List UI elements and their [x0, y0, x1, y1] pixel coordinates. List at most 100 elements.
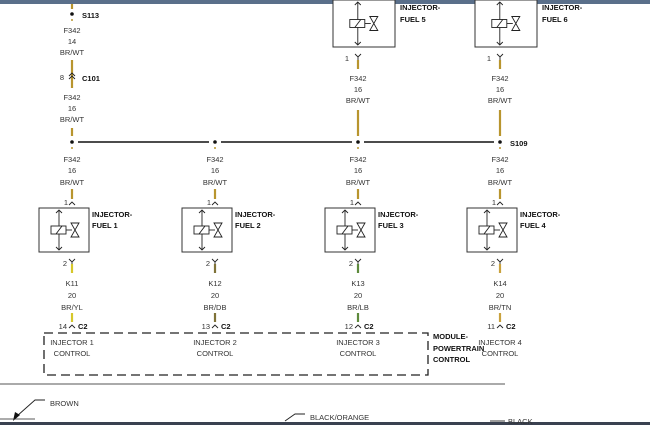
- injector-title: FUEL 6: [542, 15, 568, 24]
- wire-color-label: BR/YL: [61, 303, 83, 312]
- wire-color-label: BR/WT: [488, 178, 513, 187]
- connector-pin-icon: [496, 324, 504, 329]
- pcm-function-label: INJECTOR 4: [478, 338, 522, 347]
- pin-number: 2: [63, 259, 67, 268]
- splice-dot: [356, 140, 360, 144]
- connector-pin-icon: [211, 201, 219, 206]
- arrow-icon: [13, 412, 20, 421]
- gauge-label: 20: [68, 291, 76, 300]
- wire-color-label: BR/WT: [203, 178, 228, 187]
- pcm-function-label: INJECTOR 1: [50, 338, 94, 347]
- gauge-label: 16: [354, 166, 362, 175]
- circuit-label: F342: [491, 74, 508, 83]
- injector-title: INJECTOR-: [542, 3, 583, 12]
- gauge-label: 16: [496, 166, 504, 175]
- injector-fuel-4: [466, 207, 518, 253]
- solenoid-slash: [483, 225, 491, 235]
- pcm-function-label: INJECTOR 2: [193, 338, 237, 347]
- legend-label: BLACK: [508, 417, 533, 425]
- circuit-label: K13: [351, 279, 364, 288]
- pin-number: 1: [345, 54, 349, 63]
- connector-pin-icon: [354, 324, 362, 329]
- valve-icon: [356, 222, 366, 238]
- injector-fuel-1: [38, 207, 90, 253]
- injector-title: FUEL 2: [235, 221, 261, 230]
- wire-color-label: BR/LB: [347, 303, 369, 312]
- connector-label-c101: C101: [82, 74, 100, 83]
- gauge-label: 20: [496, 291, 504, 300]
- splice-dot: [70, 12, 74, 16]
- legend-label: BLACK/ORANGE: [310, 413, 369, 422]
- injector-fuel-6: [474, 0, 538, 48]
- solenoid-slash: [496, 19, 504, 28]
- splice-label-s109: S109: [510, 139, 528, 148]
- module-title: MODULE-: [433, 332, 468, 341]
- pcm-pin-number: 14: [59, 322, 67, 331]
- injector-title: INJECTOR-: [520, 210, 561, 219]
- gauge-label: 16: [354, 85, 362, 94]
- leader-line: [16, 399, 45, 417]
- injector-title: FUEL 5: [400, 15, 426, 24]
- pcm-function-label: CONTROL: [340, 349, 377, 358]
- wire-color-label: BR/WT: [346, 178, 371, 187]
- injector-fuel-3: [324, 207, 376, 253]
- valve-icon: [498, 222, 508, 238]
- injector-title: INJECTOR-: [378, 210, 419, 219]
- wire-color-label: BR/WT: [60, 48, 85, 57]
- pcm-pin-number: 13: [202, 322, 210, 331]
- splice-dot: [213, 140, 217, 144]
- valve-icon: [213, 222, 223, 238]
- circuit-label: F342: [206, 155, 223, 164]
- pcm-module-boundary: [43, 332, 429, 376]
- pin-number: 2: [491, 259, 495, 268]
- valve-icon: [511, 16, 521, 31]
- circuit-label: F342: [63, 155, 80, 164]
- solenoid-slash: [198, 225, 206, 235]
- gauge-label: 16: [68, 104, 76, 113]
- circuit-label: F342: [63, 26, 80, 35]
- window-top-bar: [0, 0, 650, 4]
- connector-pin-icon: [68, 72, 76, 77]
- pin-number: 1: [492, 198, 496, 207]
- circuit-label: F342: [349, 74, 366, 83]
- module-title: POWERTRAIN: [433, 344, 484, 353]
- injector-title: INJECTOR-: [235, 210, 276, 219]
- circuit-label: F342: [349, 155, 366, 164]
- wire-color-label: BR/WT: [346, 96, 371, 105]
- legend-label: BROWN: [50, 399, 79, 408]
- gauge-label: 16: [211, 166, 219, 175]
- pcm-function-label: INJECTOR 3: [336, 338, 380, 347]
- solenoid-slash: [341, 225, 349, 235]
- circuit-label: K14: [493, 279, 506, 288]
- injector-title: INJECTOR-: [400, 3, 441, 12]
- gauge-label: 14: [68, 37, 76, 46]
- injector-title: FUEL 1: [92, 221, 118, 230]
- pcm-pin-number: 12: [345, 322, 353, 331]
- pcm-connector-label: C2: [78, 322, 88, 331]
- pin-number: 1: [350, 198, 354, 207]
- splice-dot: [498, 140, 502, 144]
- pcm-function-label: CONTROL: [197, 349, 234, 358]
- connector-pin-icon: [496, 53, 504, 60]
- connector-pin-icon: [354, 201, 362, 206]
- injector-fuel-2: [181, 207, 233, 253]
- injector-title: FUEL 4: [520, 221, 547, 230]
- gauge-label: 20: [354, 291, 362, 300]
- splice-label-s113: S113: [82, 11, 99, 20]
- wire-color-label: BR/DB: [204, 303, 227, 312]
- pcm-connector-label: C2: [364, 322, 374, 331]
- circuit-label: K12: [208, 279, 221, 288]
- pcm-function-label: CONTROL: [482, 349, 519, 358]
- gauge-label: 16: [68, 166, 76, 175]
- solenoid-slash: [354, 19, 362, 28]
- window-bottom-bar: [0, 422, 650, 425]
- connector-pin-number: 8: [60, 73, 64, 82]
- solenoid-slash: [55, 225, 63, 235]
- injector-title: FUEL 3: [378, 221, 404, 230]
- valve-icon: [70, 222, 80, 238]
- connector-pin-icon: [211, 324, 219, 329]
- injector-title: INJECTOR-: [92, 210, 133, 219]
- splice-dot: [70, 140, 74, 144]
- connector-pin-icon: [496, 201, 504, 206]
